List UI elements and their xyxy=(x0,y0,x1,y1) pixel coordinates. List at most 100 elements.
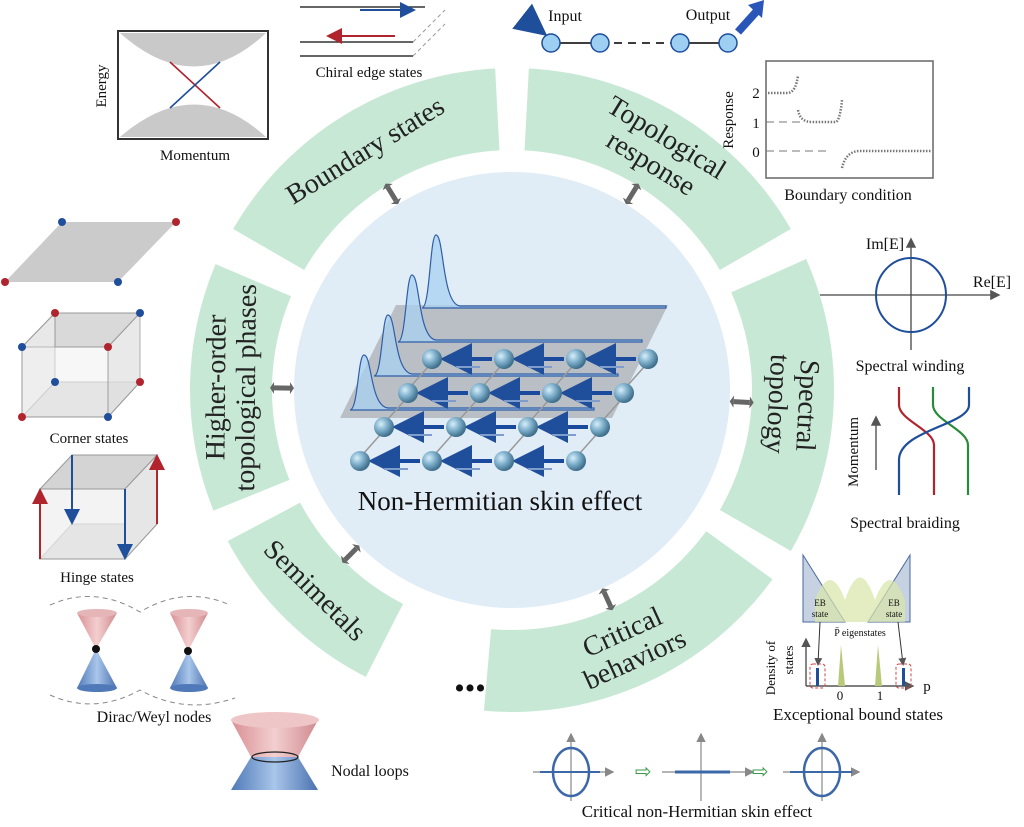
response-xlabel: Boundary condition xyxy=(784,187,912,204)
lattice-site xyxy=(638,349,658,369)
double-arrow-icon xyxy=(385,185,399,203)
ring-label-higher-order: topological phases xyxy=(230,284,263,492)
upper-band xyxy=(120,33,266,67)
lattice-site xyxy=(374,417,394,437)
p-eigenstates-label: P̄ eigenstates xyxy=(834,627,886,639)
ring-label-spectral: Spectral xyxy=(789,359,825,452)
dirac-weyl-panel: Dirac/Weyl nodes xyxy=(49,596,236,726)
ring-segment-critical xyxy=(483,531,773,713)
eb-ylabel-2: states xyxy=(781,646,796,675)
eb-left-2: state xyxy=(812,609,829,619)
chain-output-label: Output xyxy=(686,7,731,24)
skin-mode-peaks xyxy=(349,234,667,411)
ring-segment-semimetals xyxy=(227,502,404,677)
interrow-link xyxy=(531,400,549,420)
band-xlabel: Momentum xyxy=(160,148,230,164)
lattice-site xyxy=(566,451,586,471)
lattice-site xyxy=(446,417,466,437)
skin-effect-lattice xyxy=(340,234,668,477)
interrow-link xyxy=(459,400,477,420)
transition-arrow-icon: ⇨ xyxy=(635,759,652,783)
corner-caption: Corner states xyxy=(50,431,129,447)
chain-site xyxy=(590,33,610,53)
ytick-1: 1 xyxy=(752,116,760,132)
double-arrow-icon xyxy=(343,546,359,562)
hinge-caption: Hinge states xyxy=(60,570,134,586)
chain-site xyxy=(718,33,738,53)
nodal-loops-panel: Nodal loops xyxy=(231,712,409,790)
ring-segment-spectral xyxy=(719,259,834,551)
critical-skin-panel: ⇨ ⇨ Critical non-Hermitian skin effect xyxy=(533,732,861,821)
spectral-braiding-panel: Momentum Spectral braiding xyxy=(846,387,971,532)
response-plot-panel: 2 1 0 Response Boundary condition xyxy=(721,60,934,204)
skin-mode-peak xyxy=(397,274,643,343)
spectrum-loop-right xyxy=(783,732,861,801)
double-arrow-head xyxy=(340,555,350,564)
ytick-0: 0 xyxy=(752,145,760,161)
eb-states-panel: EB state EB state P̄ eigenstates 0 1 p D… xyxy=(763,553,943,724)
im-axis-label: Im[E] xyxy=(866,236,904,253)
response-ylabel: Response xyxy=(721,91,737,149)
winding-loop xyxy=(875,257,947,333)
interrow-link xyxy=(483,366,501,386)
double-arrow-icon xyxy=(601,590,613,608)
eb-left-1: EB xyxy=(814,598,826,608)
lattice-site xyxy=(422,451,442,471)
eb-xtick-1: 1 xyxy=(877,688,884,703)
response-curve xyxy=(768,74,931,169)
transition-arrow-icon: ⇨ xyxy=(752,759,769,783)
braiding-axis-label: Momentum xyxy=(846,417,862,487)
chain-panel: Input Output xyxy=(512,0,764,53)
double-arrow-head xyxy=(352,544,361,553)
ring-segment-boundary xyxy=(233,68,500,271)
band-structure-panel: Momentum Energy xyxy=(94,30,269,164)
chain-site xyxy=(670,33,690,53)
critical-skin-caption: Critical non-Hermitian skin effect xyxy=(582,802,813,821)
interrow-link xyxy=(603,400,621,420)
spectral-winding-panel: Im[E] Re[E] Spectral winding xyxy=(820,236,1011,375)
lattice-site xyxy=(350,451,370,471)
double-arrow-head xyxy=(605,604,617,611)
eb-ylabel-1: Density of xyxy=(763,640,778,695)
skin-mode-peak xyxy=(373,314,619,377)
skin-mode-peak xyxy=(421,234,667,309)
spectrum-line-middle xyxy=(662,732,755,801)
double-arrow-head xyxy=(390,197,402,205)
lower-band xyxy=(120,104,266,137)
chiral-edge-panel: Chiral edge states xyxy=(300,2,446,81)
nodal-loop-ring xyxy=(251,751,299,763)
lattice-site xyxy=(518,417,538,437)
eb-xaxis-label: p xyxy=(923,679,931,695)
lattice-site xyxy=(542,383,562,403)
ring-label-higher-order: Higher-order xyxy=(200,314,232,461)
center-title: Non-Hermitian skin effect xyxy=(358,486,643,516)
winding-caption: Spectral winding xyxy=(856,358,965,375)
double-arrow-head xyxy=(729,395,735,408)
corner-states-panel: Corner states xyxy=(1,218,180,447)
interrow-link xyxy=(555,366,573,386)
chiral-caption: Chiral edge states xyxy=(316,65,423,81)
corner-cube xyxy=(18,309,144,421)
lattice-site xyxy=(470,383,490,403)
ytick-2: 2 xyxy=(752,86,760,102)
ring-segment-higher-order xyxy=(190,264,292,511)
lattice-site xyxy=(614,383,634,403)
input-arrow-icon xyxy=(512,3,548,36)
nodal-caption: Nodal loops xyxy=(331,763,409,780)
eb-xtick-0: 0 xyxy=(837,688,844,703)
chain-input-label: Input xyxy=(548,8,582,25)
double-arrow-head xyxy=(382,183,393,191)
lattice-site xyxy=(398,383,418,403)
eb-right-1: EB xyxy=(888,598,900,608)
edge-state-blue xyxy=(169,61,221,109)
double-arrow-head xyxy=(749,396,754,409)
double-arrow-head xyxy=(631,183,642,191)
lattice-sites xyxy=(350,343,658,477)
hinge-states-panel: Hinge states xyxy=(32,453,165,586)
eb-right-2: state xyxy=(886,609,903,619)
spectrum-loop-left xyxy=(533,732,615,801)
double-arrow-head xyxy=(598,588,610,595)
eb-caption: Exceptional bound states xyxy=(773,705,943,724)
chain-site xyxy=(541,33,561,53)
lattice-site xyxy=(566,349,586,369)
